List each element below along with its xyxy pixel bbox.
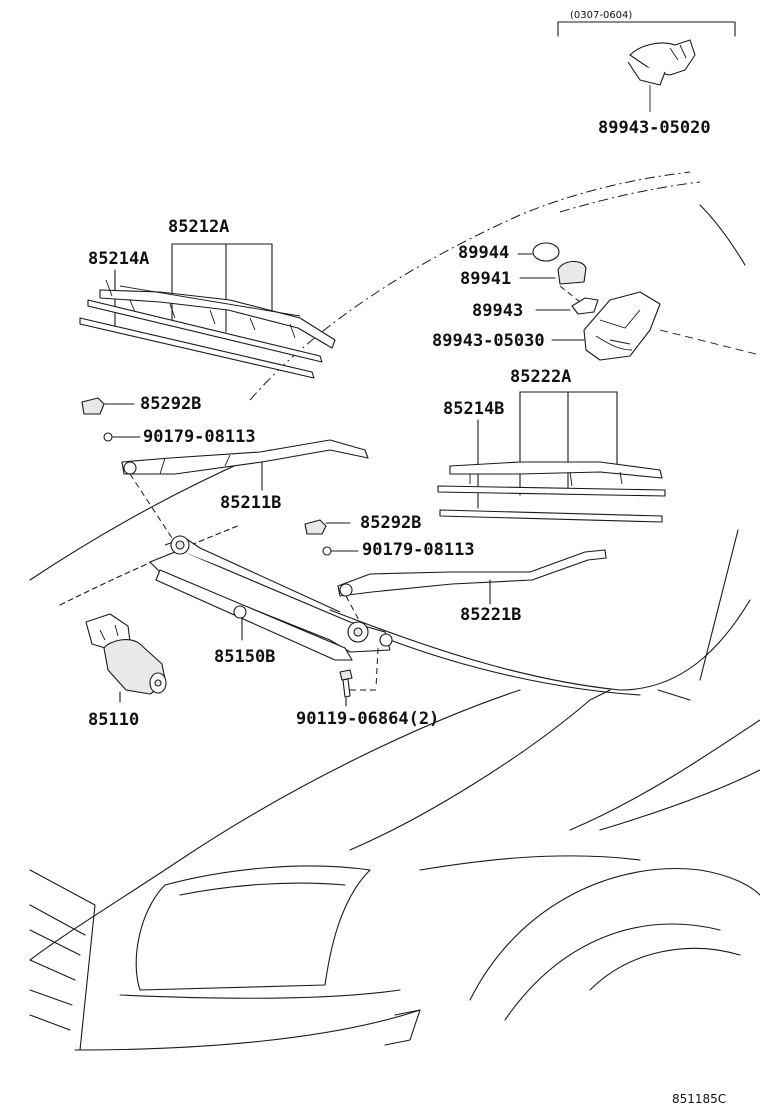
date-range-label: (0307-0604)	[570, 10, 632, 21]
label-90179-08113-2: 90179-08113	[362, 540, 475, 560]
label-89944: 89944	[458, 243, 509, 263]
label-85214A: 85214A	[88, 249, 149, 269]
label-85150B: 85150B	[214, 647, 275, 667]
right-cap-nut: 85292B 90179-08113	[304, 513, 475, 560]
label-89943-05030: 89943-05030	[432, 331, 545, 351]
right-wiper-blade: 85222A 85214B	[437, 367, 666, 523]
label-85222A: 85222A	[510, 367, 571, 387]
wiper-link-assembly: 85150B	[149, 535, 393, 691]
label-89943-05020: 89943-05020	[598, 118, 711, 138]
inset-bracket: (0307-0604) 89943-05020	[557, 10, 736, 138]
left-wiper-arm: 85211B	[121, 439, 369, 539]
label-90179-08113-1: 90179-08113	[143, 427, 256, 447]
label-85292B-1: 85292B	[140, 394, 201, 414]
catalog-code: 851185C	[672, 1092, 726, 1106]
label-90119-06864: 90119-06864(2)	[296, 709, 439, 729]
wiper-motor: 85110	[85, 613, 167, 730]
bolt: 90119-06864(2)	[296, 669, 439, 729]
left-cap-nut: 85292B 90179-08113	[81, 394, 256, 447]
label-85214B: 85214B	[443, 399, 504, 419]
washer-nozzle-group: 89944 89941 89943 89943-05030	[432, 242, 661, 361]
label-85212A: 85212A	[168, 217, 229, 237]
label-89941: 89941	[460, 269, 511, 289]
right-wiper-arm: 85221B	[337, 549, 607, 625]
label-85211B: 85211B	[220, 493, 281, 513]
label-89943: 89943	[472, 301, 523, 321]
label-85292B-2: 85292B	[360, 513, 421, 533]
left-wiper-blade: 85212A 85214A	[79, 217, 336, 379]
label-85110: 85110	[88, 710, 139, 730]
label-85221B: 85221B	[460, 605, 521, 625]
